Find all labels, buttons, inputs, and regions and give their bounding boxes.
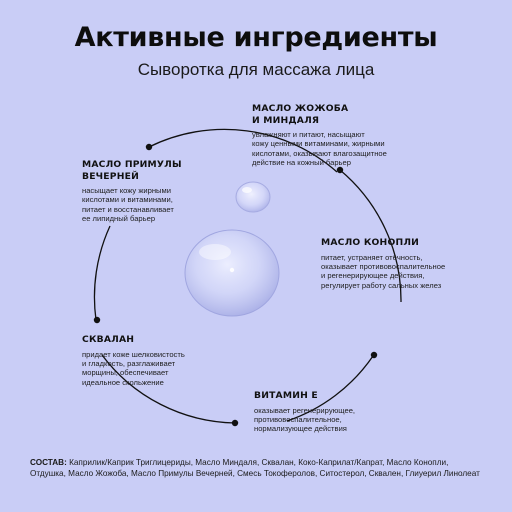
page-title: Активные ингредиенты [74, 22, 438, 53]
ingredient-name: СКВАЛАН [82, 334, 135, 345]
ingredient-description: оказывает регенерирующее, противовоспали… [254, 405, 356, 434]
serum-drop-large-icon [184, 229, 280, 317]
ingredient-name: МАСЛО КОНОПЛИ [321, 237, 420, 248]
ring-arc-top [148, 128, 338, 173]
composition-list: Каприлик/Каприк Триглицериды, Масло Минд… [30, 458, 480, 478]
ring-dot-jojoba [336, 166, 344, 174]
ingredient-vitamin-e: ВИТАМИН Е оказывает регенерирующее, прот… [254, 390, 414, 434]
ring-arc-right [339, 169, 402, 303]
ingredient-description: увлажняют и питают, насыщают кожу ценным… [252, 130, 387, 168]
ring-dot-squalane [93, 316, 101, 324]
ingredient-hemp-oil: МАСЛО КОНОПЛИ питает, устраняет отёчност… [321, 237, 481, 290]
ring-arc-bottom-right [286, 355, 374, 422]
composition-text: СОСТАВ: Каприлик/Каприк Триглицериды, Ма… [30, 458, 480, 479]
ring-dot-primrose [145, 143, 153, 151]
ingredient-description: придает коже шелковистость и гладкость, … [82, 349, 185, 387]
ingredient-name: ВИТАМИН Е [254, 390, 318, 401]
page-subtitle: Сыворотка для массажа лица [137, 60, 375, 79]
ingredient-description: питает, устраняет отёчность, оказывает п… [321, 252, 446, 290]
ingredient-jojoba-almond: МАСЛО ЖОЖОБА И МИНДАЛЯ увлажняют и питаю… [252, 103, 452, 168]
composition-label: СОСТАВ: [30, 458, 67, 467]
ingredient-name: МАСЛО ЖОЖОБА И МИНДАЛЯ [252, 103, 349, 126]
ingredient-name: МАСЛО ПРИМУЛЫ ВЕЧЕРНЕЙ [82, 159, 182, 182]
ingredient-squalane: СКВАЛАН придает коже шелковистость и гла… [82, 334, 212, 387]
ring-dot-hemp [370, 351, 378, 359]
serum-drop-small-icon [235, 181, 271, 213]
ring-arc-bottom-left [101, 354, 236, 424]
ingredient-description: насыщает кожу жирными кислотами и витами… [82, 186, 174, 224]
ingredient-evening-primrose: МАСЛО ПРИМУЛЫ ВЕЧЕРНЕЙ насыщает кожу жир… [82, 159, 212, 224]
ring-arc-left [93, 225, 111, 321]
ring-dot-vitamin [231, 419, 239, 427]
